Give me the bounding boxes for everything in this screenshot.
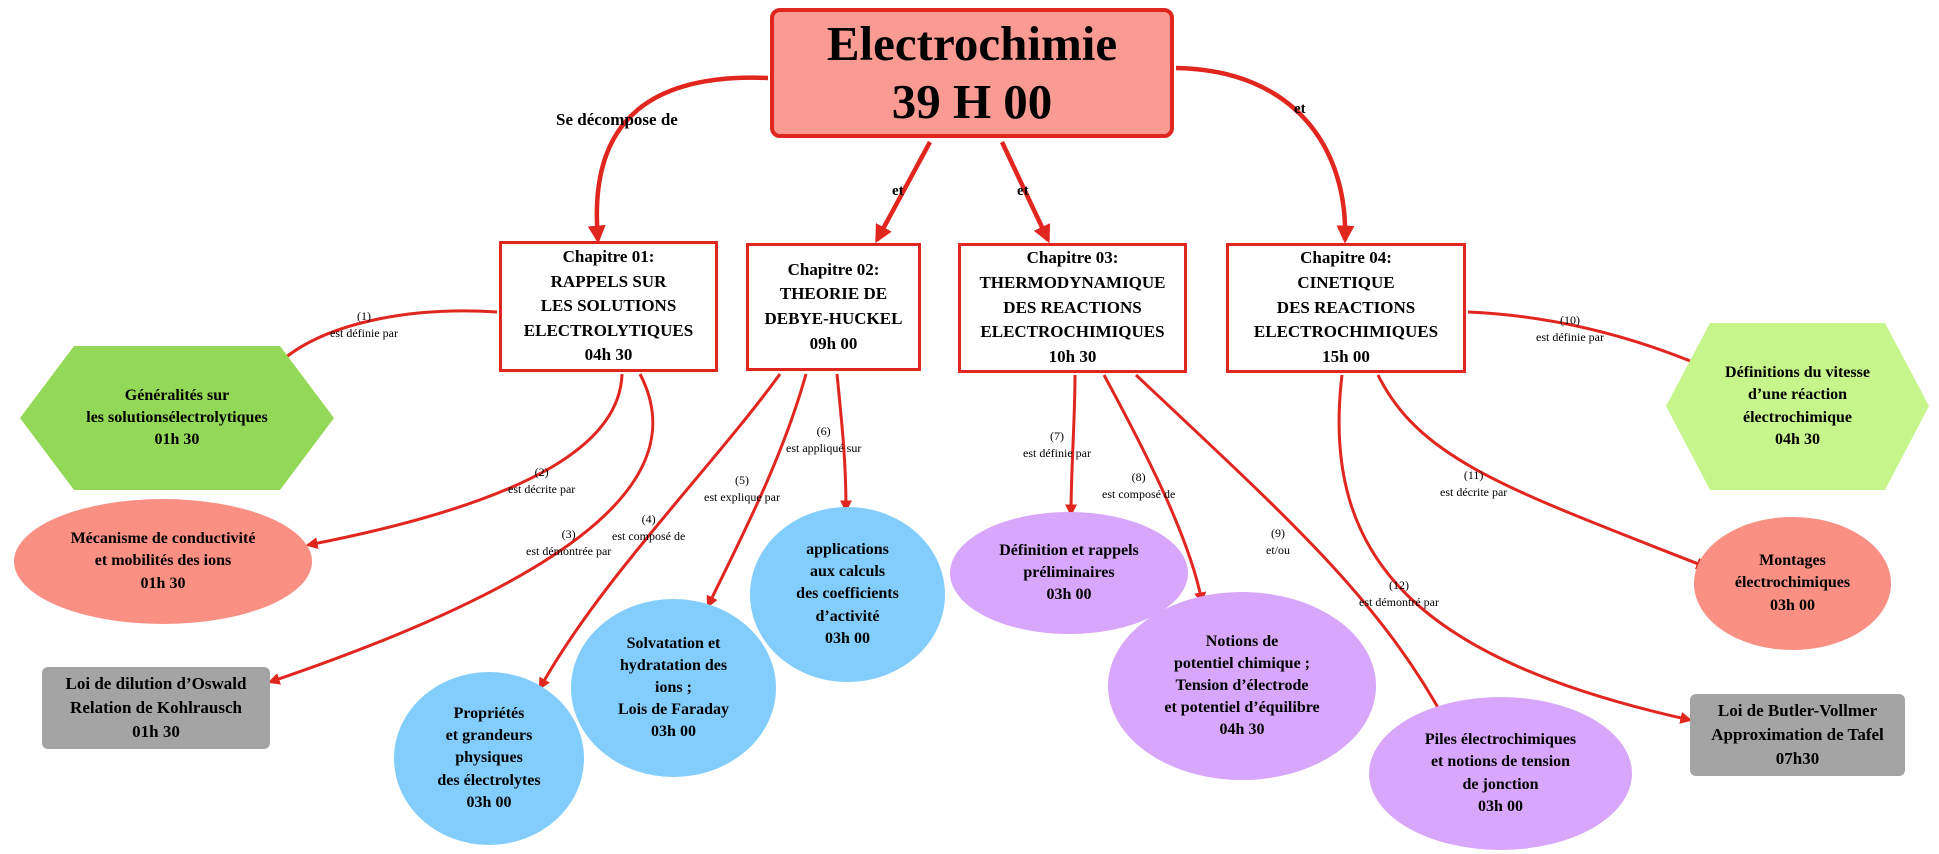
arrow-root-to-chapter-02 [875, 140, 932, 244]
arrow-2 [305, 373, 624, 550]
edge-label-5: (5) est explique par [704, 473, 780, 505]
topic-proprietes-grandeurs: Propriétés et grandeurs physiques des él… [394, 672, 584, 845]
topic-solvatation-faraday: Solvatation et hydratation des ions ; Lo… [571, 599, 776, 777]
arrow-7 [1065, 374, 1078, 517]
topic-definition-rappels: Définition et rappels préliminaires 03h … [950, 512, 1188, 634]
root-title: Electrochimie [826, 16, 1118, 72]
topic-loi-oswald: Loi de dilution d’Oswald Relation de Koh… [42, 667, 270, 749]
arrow-6 [835, 373, 852, 513]
hexagon-shape [20, 346, 334, 490]
arrow-10 [1467, 310, 1703, 367]
arrow-root-to-chapter-03 [999, 141, 1051, 244]
edge-label-se-decompose-de: Se décompose de [556, 110, 678, 129]
arrow-4 [538, 373, 782, 691]
edge-label-et-chapter-02: et [892, 183, 904, 199]
hexagon-shape [1666, 323, 1929, 490]
edge-label-et-chapter-04: et [1294, 101, 1306, 117]
topic-mecanisme-conductivite: Mécanisme de conductivité et mobilités d… [14, 499, 312, 624]
topic-montages-electrochimiques: Montages électrochimiques 03h 00 [1694, 517, 1891, 650]
chapter-03-box: Chapitre 03: THERMODYNAMIQUE DES REACTIO… [958, 243, 1187, 373]
root-node-electrochimie: Electrochimie 39 H 00 [770, 8, 1174, 138]
edge-label-1: (1) est définie par [330, 309, 398, 341]
edge-label-6: (6) est appliqué sur [786, 424, 862, 456]
edge-label-11: (11) est décrite par [1440, 468, 1508, 500]
topic-generalites-hexagon: Généralités sur les solutionsélectrolyti… [20, 346, 334, 490]
edge-label-10: (10) est définie par [1536, 313, 1604, 345]
topic-applications-coefficients: applications aux calculs des coefficient… [750, 507, 945, 682]
edge-label-4: (4) est composé de [612, 512, 686, 544]
arrow-8 [1102, 374, 1207, 605]
arrow-root-to-chapter-04 [1175, 65, 1355, 244]
root-duration: 39 H 00 [891, 74, 1053, 129]
edge-label-12: (12) est démontré par [1359, 578, 1439, 610]
chapter-02-box: Chapitre 02: THEORIE DE DEBYE-HUCKEL 09h… [746, 243, 921, 371]
edge-label-8: (8) est composé de [1102, 470, 1176, 502]
chapter-04-box: Chapitre 04: CINETIQUE DES REACTIONS ELE… [1226, 243, 1466, 373]
topic-piles-electrochimiques: Piles électrochimiques et notions de ten… [1369, 697, 1632, 850]
arrow-12 [1337, 374, 1693, 724]
arrow-5 [706, 373, 808, 609]
edge-label-3: (3) est démontrée par [526, 527, 612, 559]
topic-definitions-vitesse-hexagon: Définitions du vitesse d’une réaction él… [1666, 323, 1929, 490]
chapter-01-box: Chapitre 01: RAPPELS SUR LES SOLUTIONS E… [499, 241, 718, 372]
edge-label-9: (9) et/ou [1266, 526, 1290, 558]
topic-butler-vollmer: Loi de Butler-Vollmer Approximation de T… [1690, 694, 1905, 776]
edge-label-2: (2) est décrite par [508, 465, 576, 497]
arrow-root-to-chapter-01 [587, 75, 769, 244]
arrow-3 [267, 373, 655, 685]
arrow-11 [1376, 374, 1709, 570]
arrow-1 [276, 309, 498, 366]
edge-label-7: (7) est définie par [1023, 429, 1091, 461]
edge-label-et-chapter-03: et [1017, 183, 1029, 199]
topic-potentiel-chimique: Notions de potentiel chimique ; Tension … [1108, 592, 1376, 780]
arrow-9 [1134, 373, 1448, 725]
